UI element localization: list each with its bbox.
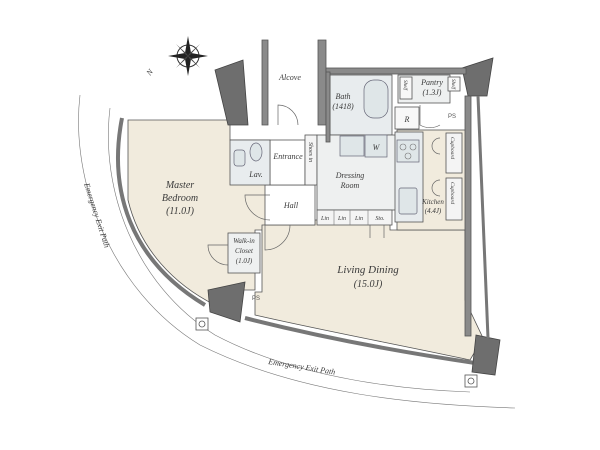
kitchen-size: (4.4J) <box>425 207 442 215</box>
washer-fixture <box>364 134 388 158</box>
column-bottom-right <box>471 334 501 376</box>
shelf-right <box>447 76 461 92</box>
walk-in-closet <box>227 232 261 274</box>
linen-storage-strip <box>316 209 393 226</box>
lav-sink-fixture <box>233 149 246 167</box>
bath-size: (1418) <box>332 102 354 111</box>
door-entrance <box>277 104 299 126</box>
refrigerator-label: R <box>404 115 410 124</box>
column-alcove-left <box>261 39 269 126</box>
door-bedroom <box>244 194 271 221</box>
kitchen-label: Kitchen <box>421 198 444 206</box>
shelf-left <box>399 76 413 100</box>
storage-label: Sto. <box>375 216 384 222</box>
linen-label-2: Lin <box>337 216 346 222</box>
kitchen-sink-fixture <box>398 187 418 215</box>
pantry-label: Pantry <box>420 78 443 87</box>
outer-wall-right <box>464 95 472 337</box>
column-alcove-right <box>317 39 327 126</box>
hall-label: Hall <box>283 201 299 210</box>
bedroom-window-wall <box>116 117 207 307</box>
door-living <box>264 224 291 251</box>
cupboard-lower <box>445 177 463 221</box>
column-bottom-left <box>207 281 246 323</box>
cupboard-label-2: Cupboard <box>449 182 455 204</box>
living-dining-floor <box>254 219 484 361</box>
master-bedroom-label-2: Bedroom <box>162 193 198 204</box>
walk-in-closet-label-2: Closet <box>235 247 254 255</box>
walk-in-closet-size: (1.0J) <box>236 257 253 265</box>
bathtub-fixture <box>363 79 389 119</box>
balcony-post-left <box>195 317 209 331</box>
living-dining-label: Living Dining <box>336 264 399 276</box>
balcony-post-right <box>464 374 478 388</box>
exit-path-outer-line <box>78 94 516 409</box>
cupboard-label-1: Cupboard <box>449 137 455 159</box>
exit-path-left-label: Emergency Exit Path <box>82 181 112 249</box>
living-dining-size: (15.0J) <box>354 279 383 290</box>
shelf-label-2: Shelf <box>450 79 455 90</box>
stove-fixture <box>396 139 420 163</box>
hall-floor <box>264 184 316 226</box>
alcove-label: Alcove <box>278 73 301 82</box>
living-window-wall <box>244 316 476 365</box>
shoes-in-label: Shoes in <box>307 142 313 162</box>
compass-north-label: N <box>144 67 155 78</box>
pipe-shaft-label-1: PS <box>448 114 456 120</box>
master-bedroom-label: Master <box>165 180 194 191</box>
refrigerator-fixture <box>394 106 420 130</box>
dressing-room-label-2: Room <box>340 181 360 190</box>
shelf-label-1: Shelf <box>402 80 407 91</box>
master-bedroom-size: (11.0J) <box>166 206 195 217</box>
toilet-fixture <box>249 142 263 162</box>
linen-label-3: Lin <box>354 216 363 222</box>
compass-rose-icon <box>168 36 208 76</box>
wall-bath-divider <box>325 71 331 143</box>
outer-wall-right-slant <box>476 95 490 339</box>
dressing-room-label: Dressing <box>335 171 365 180</box>
linen-label-1: Lin <box>320 216 329 222</box>
door-sto <box>369 225 385 238</box>
washer-label: W <box>373 143 381 152</box>
bath-label: Bath <box>335 92 350 101</box>
exit-path-bottom-label: Emergency Exit Path <box>267 357 336 377</box>
door-kitchen <box>419 105 441 129</box>
column-top-right <box>461 57 494 97</box>
lav-label: Lav. <box>248 170 262 179</box>
pipe-shaft-label-2: PS <box>252 296 260 302</box>
column-top-left <box>214 59 249 126</box>
outer-wall-top <box>325 67 467 75</box>
walk-in-closet-label: Walk-in <box>233 237 255 245</box>
entrance-label: Entrance <box>272 152 303 161</box>
washbasin-fixture <box>339 135 365 157</box>
door-walkin <box>207 244 229 266</box>
entrance-floor <box>269 139 306 186</box>
pantry-size: (1.3J) <box>423 88 442 97</box>
cupboard-upper <box>445 132 463 174</box>
door-cupboard <box>431 137 441 197</box>
